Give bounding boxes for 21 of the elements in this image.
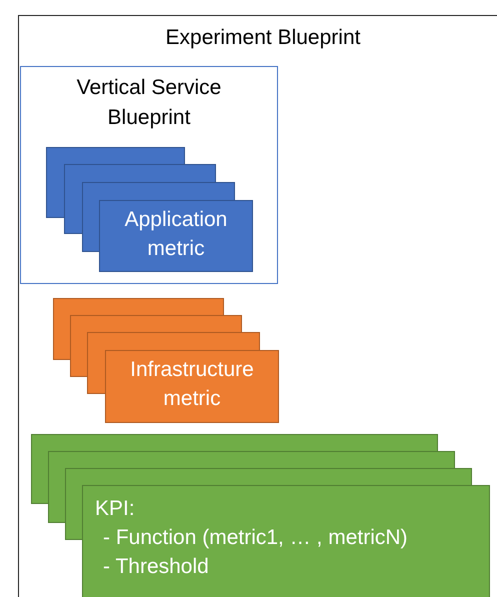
bullet-item: - Function (metric1, … , metricN): [102, 525, 409, 551]
metric-card: [53, 298, 224, 315]
metric-label: Infrastructure metric: [129, 357, 255, 412]
kpi-card: [82, 485, 490, 597]
kpi-card: [48, 451, 455, 468]
service-blueprint-panel: [20, 66, 278, 284]
blueprint-frame: [18, 15, 497, 597]
metric-card: [99, 200, 253, 272]
metric-card: [70, 315, 242, 332]
kpi-heading: KPI:: [95, 496, 136, 522]
kpi-card: [65, 468, 472, 485]
metric-card: [87, 332, 260, 350]
metric-label: Application metric: [124, 207, 228, 262]
bullet-item: - Threshold: [102, 554, 210, 580]
title: Experiment Blueprint: [164, 26, 362, 50]
kpi-card: [31, 434, 438, 451]
metric-card: [46, 147, 185, 164]
title: Vertical Service Blueprint: [76, 75, 222, 131]
metric-card: [105, 350, 279, 423]
metric-card: [82, 182, 235, 200]
metric-card: [64, 164, 216, 182]
